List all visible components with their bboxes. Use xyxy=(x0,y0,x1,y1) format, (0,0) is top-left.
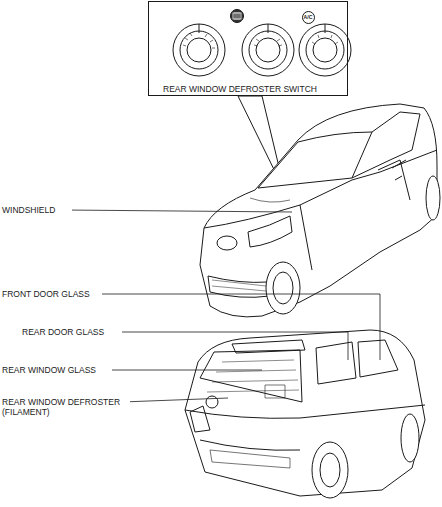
defroster-switch-icon xyxy=(231,10,244,23)
part-name: WINDSHIELD xyxy=(2,205,72,215)
part-name: REAR WINDOW GLASS xyxy=(2,365,112,375)
climate-knobs xyxy=(173,24,351,76)
icon-text: A/C xyxy=(303,12,314,23)
switch-panel-box: REAR WINDOW DEFROSTER SWITCH A/C xyxy=(148,1,348,96)
part-name: REAR WINDOW DEFROSTER (FILAMENT) xyxy=(2,397,130,417)
rear-car-drawing xyxy=(185,330,425,498)
part-name: FRONT DOOR GLASS xyxy=(2,289,102,299)
part-name: REAR WINDOW DEFROSTER SWITCH xyxy=(163,84,317,94)
front-car-drawing xyxy=(200,104,440,317)
ac-switch-icon: A/C xyxy=(302,11,315,24)
part-name: REAR DOOR GLASS xyxy=(22,327,122,337)
